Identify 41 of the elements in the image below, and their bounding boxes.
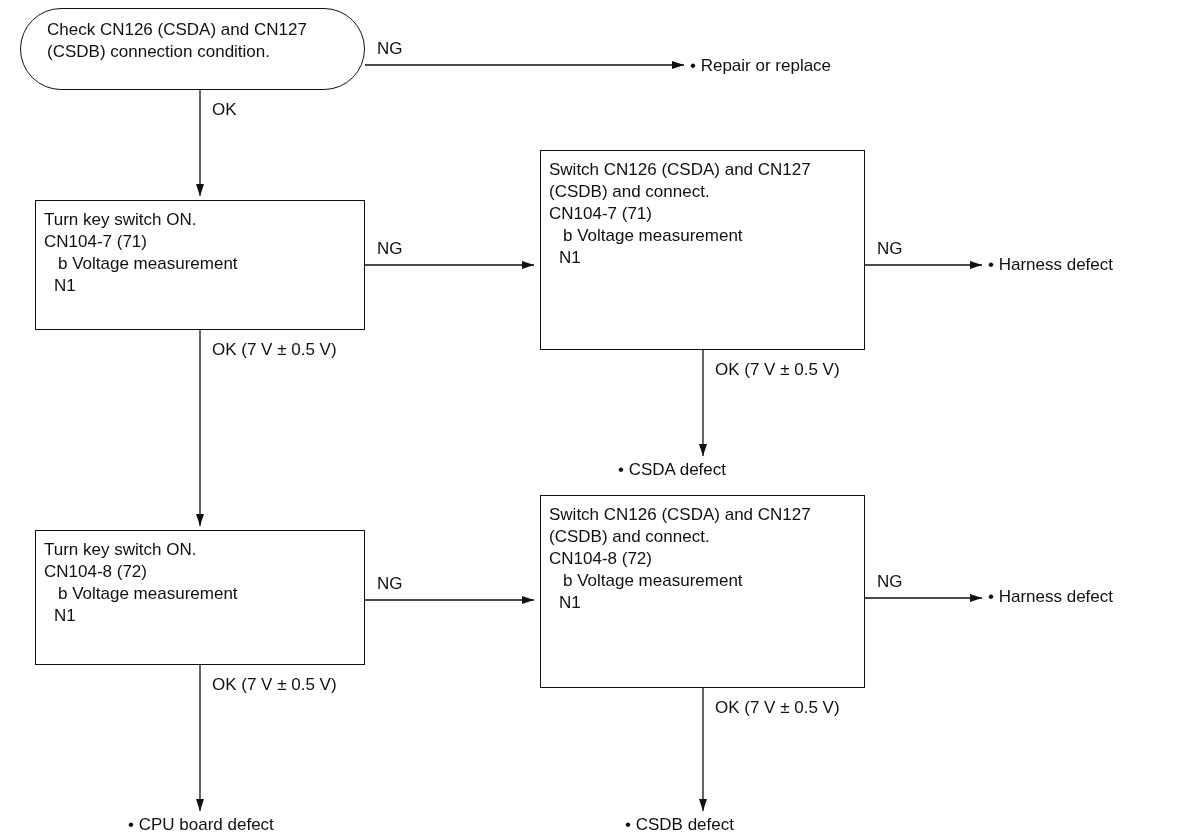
process-box [35,530,365,665]
measurement-text: b Voltage measurement [562,225,744,248]
step-text: Turn key switch ON. [44,539,198,561]
result-text: • Harness defect [988,255,1113,276]
arrow [196,664,204,812]
measurement-text: N1 [53,605,77,628]
measurement-text: N1 [558,592,582,615]
measurement-text: b Voltage measurement [57,583,239,606]
measurement-text: CN104-7 (71) [549,203,653,226]
arrow [364,61,685,69]
arrow [196,89,204,197]
step-text: Check CN126 (CSDA) and CN127 (CSDB) connection condition. [47,19,308,64]
arrow [864,261,983,269]
edge-label: OK (7 V ± 0.5 V) [713,360,842,381]
measurement-text: CN104-8 (72) [549,548,653,571]
edge-label: OK (7 V ± 0.5 V) [713,698,842,719]
result-text: • CSDB defect [625,815,734,836]
arrow [699,687,707,812]
arrow [699,349,707,457]
arrow [364,596,535,604]
edge-label: OK (7 V ± 0.5 V) [210,675,339,696]
result-text: • Harness defect [988,587,1113,608]
measurement-text: CN104-7 (71) [44,231,148,254]
result-text: • CPU board defect [128,815,274,836]
arrow [864,594,983,602]
arrow [364,261,535,269]
step-text: Switch CN126 (CSDA) and CN127 (CSDB) and connect. [549,159,812,204]
measurement-text: CN104-8 (72) [44,561,148,584]
measurement-text: b Voltage measurement [562,570,744,593]
edge-label: OK (7 V ± 0.5 V) [210,340,339,361]
process-box [540,495,865,688]
arrow [196,329,204,527]
measurement-text: N1 [53,275,77,298]
step-text: Turn key switch ON. [44,209,198,231]
result-text: • Repair or replace [690,56,832,77]
process-box [35,200,365,330]
process-box [540,150,865,350]
measurement-text: b Voltage measurement [57,253,239,276]
step-text: Switch CN126 (CSDA) and CN127 (CSDB) and connect. [549,504,812,549]
measurement-text: N1 [558,247,582,270]
result-text: • CSDA defect [618,460,726,481]
